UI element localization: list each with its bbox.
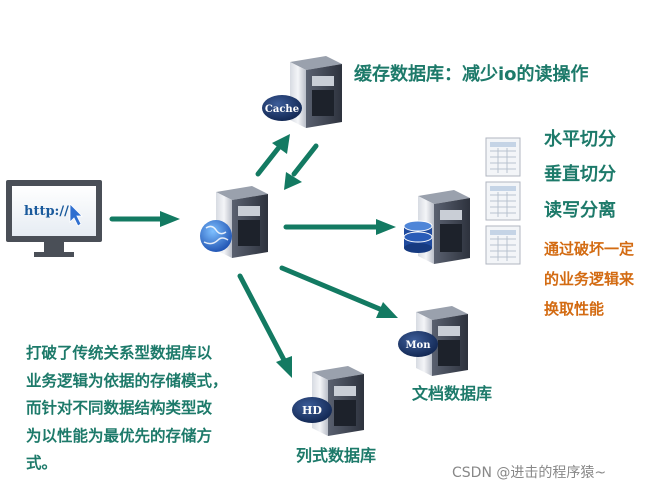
- csdn-watermark: CSDN @进击的程序猿~: [452, 465, 607, 481]
- tradeoff-note-line: 通过破坏一定: [544, 240, 635, 258]
- tradeoff-note-line: 换取性能: [544, 300, 605, 318]
- browser-monitor-icon: http://: [6, 180, 102, 257]
- spreadsheet-icon: [485, 181, 521, 221]
- spreadsheet-icon: [485, 225, 521, 265]
- nosql-description-line: 打破了传统关系型数据库以: [26, 344, 213, 362]
- read-write-split-label: 读写分离: [544, 200, 616, 221]
- nosql-description-line: 为以性能为最优先的存储方: [26, 426, 213, 445]
- nosql-description-line: 而针对不同数据结构类型改: [26, 399, 213, 417]
- cache-db-label: 缓存数据库：减少io的读操作: [354, 64, 589, 85]
- arrow-cache-to-server: [284, 143, 319, 190]
- spreadsheet-icon: [485, 137, 521, 177]
- web-server-icon: [200, 186, 268, 258]
- arrow-server-to-column: [237, 273, 292, 378]
- nosql-description-line: 式。: [26, 454, 58, 472]
- document-db-label: 文档数据库: [412, 384, 493, 403]
- nosql-description-line: 业务逻辑为依据的存储模式，: [26, 371, 228, 390]
- arrow-server-to-document: [279, 265, 398, 318]
- url-text: http://: [24, 204, 69, 219]
- cache-badge: Cache: [265, 104, 299, 115]
- relational-db-server-icon: [403, 190, 470, 264]
- tradeoff-note-line: 的业务逻辑来: [544, 270, 635, 288]
- globe-icon: [200, 220, 232, 252]
- column-db-label: 列式数据库: [296, 446, 377, 465]
- horizontal-split-label: 水平切分: [544, 129, 616, 150]
- arrow-browser-to-server: [109, 211, 180, 227]
- arrows: [109, 134, 398, 378]
- arrow-server-to-cache: [255, 134, 290, 177]
- column-db-server-icon: HD: [292, 366, 364, 436]
- database-cylinder-icon: [403, 220, 433, 253]
- hd-badge: HD: [302, 404, 322, 417]
- vertical-split-label: 垂直切分: [544, 164, 616, 185]
- document-db-server-icon: Mon: [398, 306, 468, 376]
- cache-server-icon: Cache: [262, 56, 342, 128]
- arrow-server-to-relational: [283, 219, 396, 235]
- tradeoff-note: 通过破坏一定 的业务逻辑来 换取性能: [544, 234, 664, 324]
- nosql-description: 打破了传统关系型数据库以 业务逻辑为依据的存储模式， 而针对不同数据结构类型改 …: [26, 340, 271, 478]
- cursor-icon: [69, 203, 83, 227]
- mon-badge: Mon: [405, 340, 431, 351]
